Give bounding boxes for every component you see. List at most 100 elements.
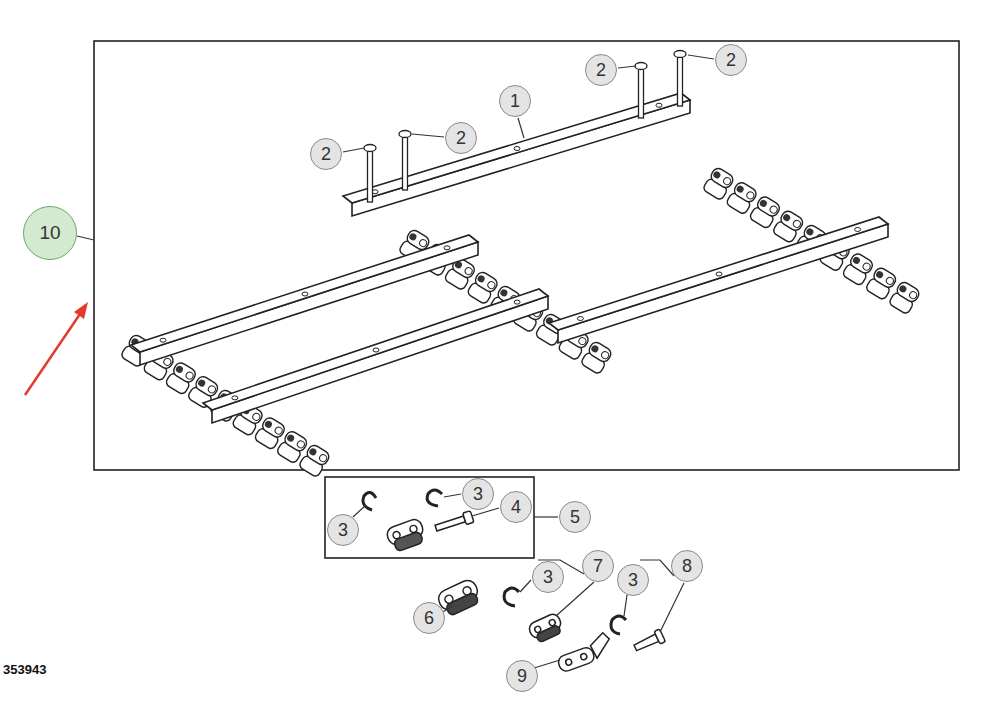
side-plate bbox=[755, 195, 781, 218]
pin bbox=[632, 629, 665, 654]
arrow-head bbox=[74, 302, 88, 319]
hook bbox=[363, 492, 376, 510]
roller bbox=[286, 433, 296, 443]
angle-slat bbox=[549, 217, 888, 343]
slat-hole bbox=[160, 338, 166, 342]
leader-line bbox=[534, 660, 560, 668]
roller bbox=[578, 336, 588, 346]
callout-number: 6 bbox=[413, 602, 445, 634]
roller bbox=[274, 426, 284, 436]
leader-line bbox=[660, 583, 684, 632]
frames bbox=[94, 41, 959, 558]
side-plate bbox=[709, 166, 735, 189]
carriage-bolt bbox=[674, 51, 686, 107]
side-plate bbox=[732, 181, 758, 204]
roller bbox=[418, 238, 428, 248]
slat-flange bbox=[558, 224, 888, 343]
callout-number: 3 bbox=[462, 478, 494, 510]
leader-line bbox=[556, 582, 594, 616]
leader-line bbox=[518, 118, 524, 138]
chain-link bbox=[580, 340, 613, 375]
callout-number: 2 bbox=[715, 44, 747, 76]
hook bbox=[611, 616, 626, 634]
carriage-bolt bbox=[364, 145, 376, 203]
hook bbox=[504, 588, 519, 606]
side-plate bbox=[779, 209, 805, 232]
carriage-bolt bbox=[635, 63, 647, 119]
roller bbox=[735, 184, 745, 194]
angle-slat bbox=[203, 289, 548, 423]
slat-flange bbox=[212, 296, 548, 423]
chains bbox=[120, 166, 921, 478]
roller bbox=[175, 365, 185, 375]
chain-link bbox=[888, 280, 921, 315]
roller bbox=[318, 453, 328, 463]
roller bbox=[163, 357, 173, 367]
side-plate bbox=[260, 416, 286, 439]
roller bbox=[264, 420, 274, 430]
roller bbox=[782, 213, 792, 223]
bolt-shank bbox=[639, 66, 644, 118]
bolt-shank bbox=[678, 54, 683, 106]
side-plate bbox=[283, 430, 309, 453]
hook bbox=[427, 490, 442, 506]
callout-number: 10 bbox=[23, 206, 77, 260]
kit-frame bbox=[325, 477, 534, 558]
roller bbox=[805, 227, 815, 237]
roller bbox=[499, 288, 509, 298]
slat-hole bbox=[716, 272, 722, 276]
attachment-link bbox=[554, 631, 615, 673]
callout-number: 4 bbox=[500, 491, 532, 523]
bolt-head bbox=[399, 131, 411, 138]
roller bbox=[207, 385, 217, 395]
callout-number: 8 bbox=[671, 550, 703, 582]
callout-number: 3 bbox=[617, 564, 649, 596]
roller bbox=[746, 191, 756, 201]
side-plate bbox=[895, 280, 921, 303]
leader-line bbox=[412, 134, 444, 137]
side-plate bbox=[587, 340, 613, 363]
callout-number: 5 bbox=[559, 501, 591, 533]
connector-link bbox=[385, 517, 427, 553]
leader-line bbox=[343, 148, 364, 152]
callout-number: 1 bbox=[499, 85, 531, 117]
roller bbox=[862, 262, 872, 272]
slats bbox=[131, 93, 888, 423]
bolt-head bbox=[674, 51, 686, 58]
roller bbox=[308, 447, 318, 457]
roller bbox=[464, 266, 474, 276]
side-plate bbox=[171, 361, 197, 384]
callout-number: 3 bbox=[532, 561, 564, 593]
leader-line bbox=[77, 236, 94, 240]
roller bbox=[875, 270, 885, 280]
leader-line bbox=[520, 580, 531, 592]
roller bbox=[759, 199, 769, 209]
side-plate bbox=[848, 252, 874, 275]
roller bbox=[296, 440, 306, 450]
leader-line bbox=[534, 516, 558, 517]
callout-number: 2 bbox=[445, 122, 477, 154]
roller bbox=[885, 276, 895, 286]
small-parts bbox=[363, 490, 665, 673]
slat-hole bbox=[514, 300, 520, 304]
slat-hole bbox=[232, 396, 238, 400]
roller bbox=[185, 371, 195, 381]
assembly-frame bbox=[94, 41, 959, 470]
roller bbox=[908, 290, 918, 300]
leader-line bbox=[353, 505, 366, 517]
link bbox=[527, 612, 565, 645]
roller bbox=[722, 176, 732, 186]
callout-number: 2 bbox=[585, 54, 617, 86]
leader-line bbox=[624, 595, 627, 616]
red-arrow bbox=[25, 302, 88, 395]
leader-line bbox=[688, 55, 714, 59]
roller bbox=[197, 378, 207, 388]
slat-top bbox=[203, 289, 548, 410]
slat-hole bbox=[373, 348, 379, 352]
callout-number: 3 bbox=[327, 514, 359, 546]
roller bbox=[792, 219, 802, 229]
drawing-number: 353943 bbox=[3, 662, 46, 677]
slat-hole bbox=[514, 147, 520, 151]
slat-hole bbox=[302, 292, 308, 296]
leader-line bbox=[443, 606, 452, 612]
